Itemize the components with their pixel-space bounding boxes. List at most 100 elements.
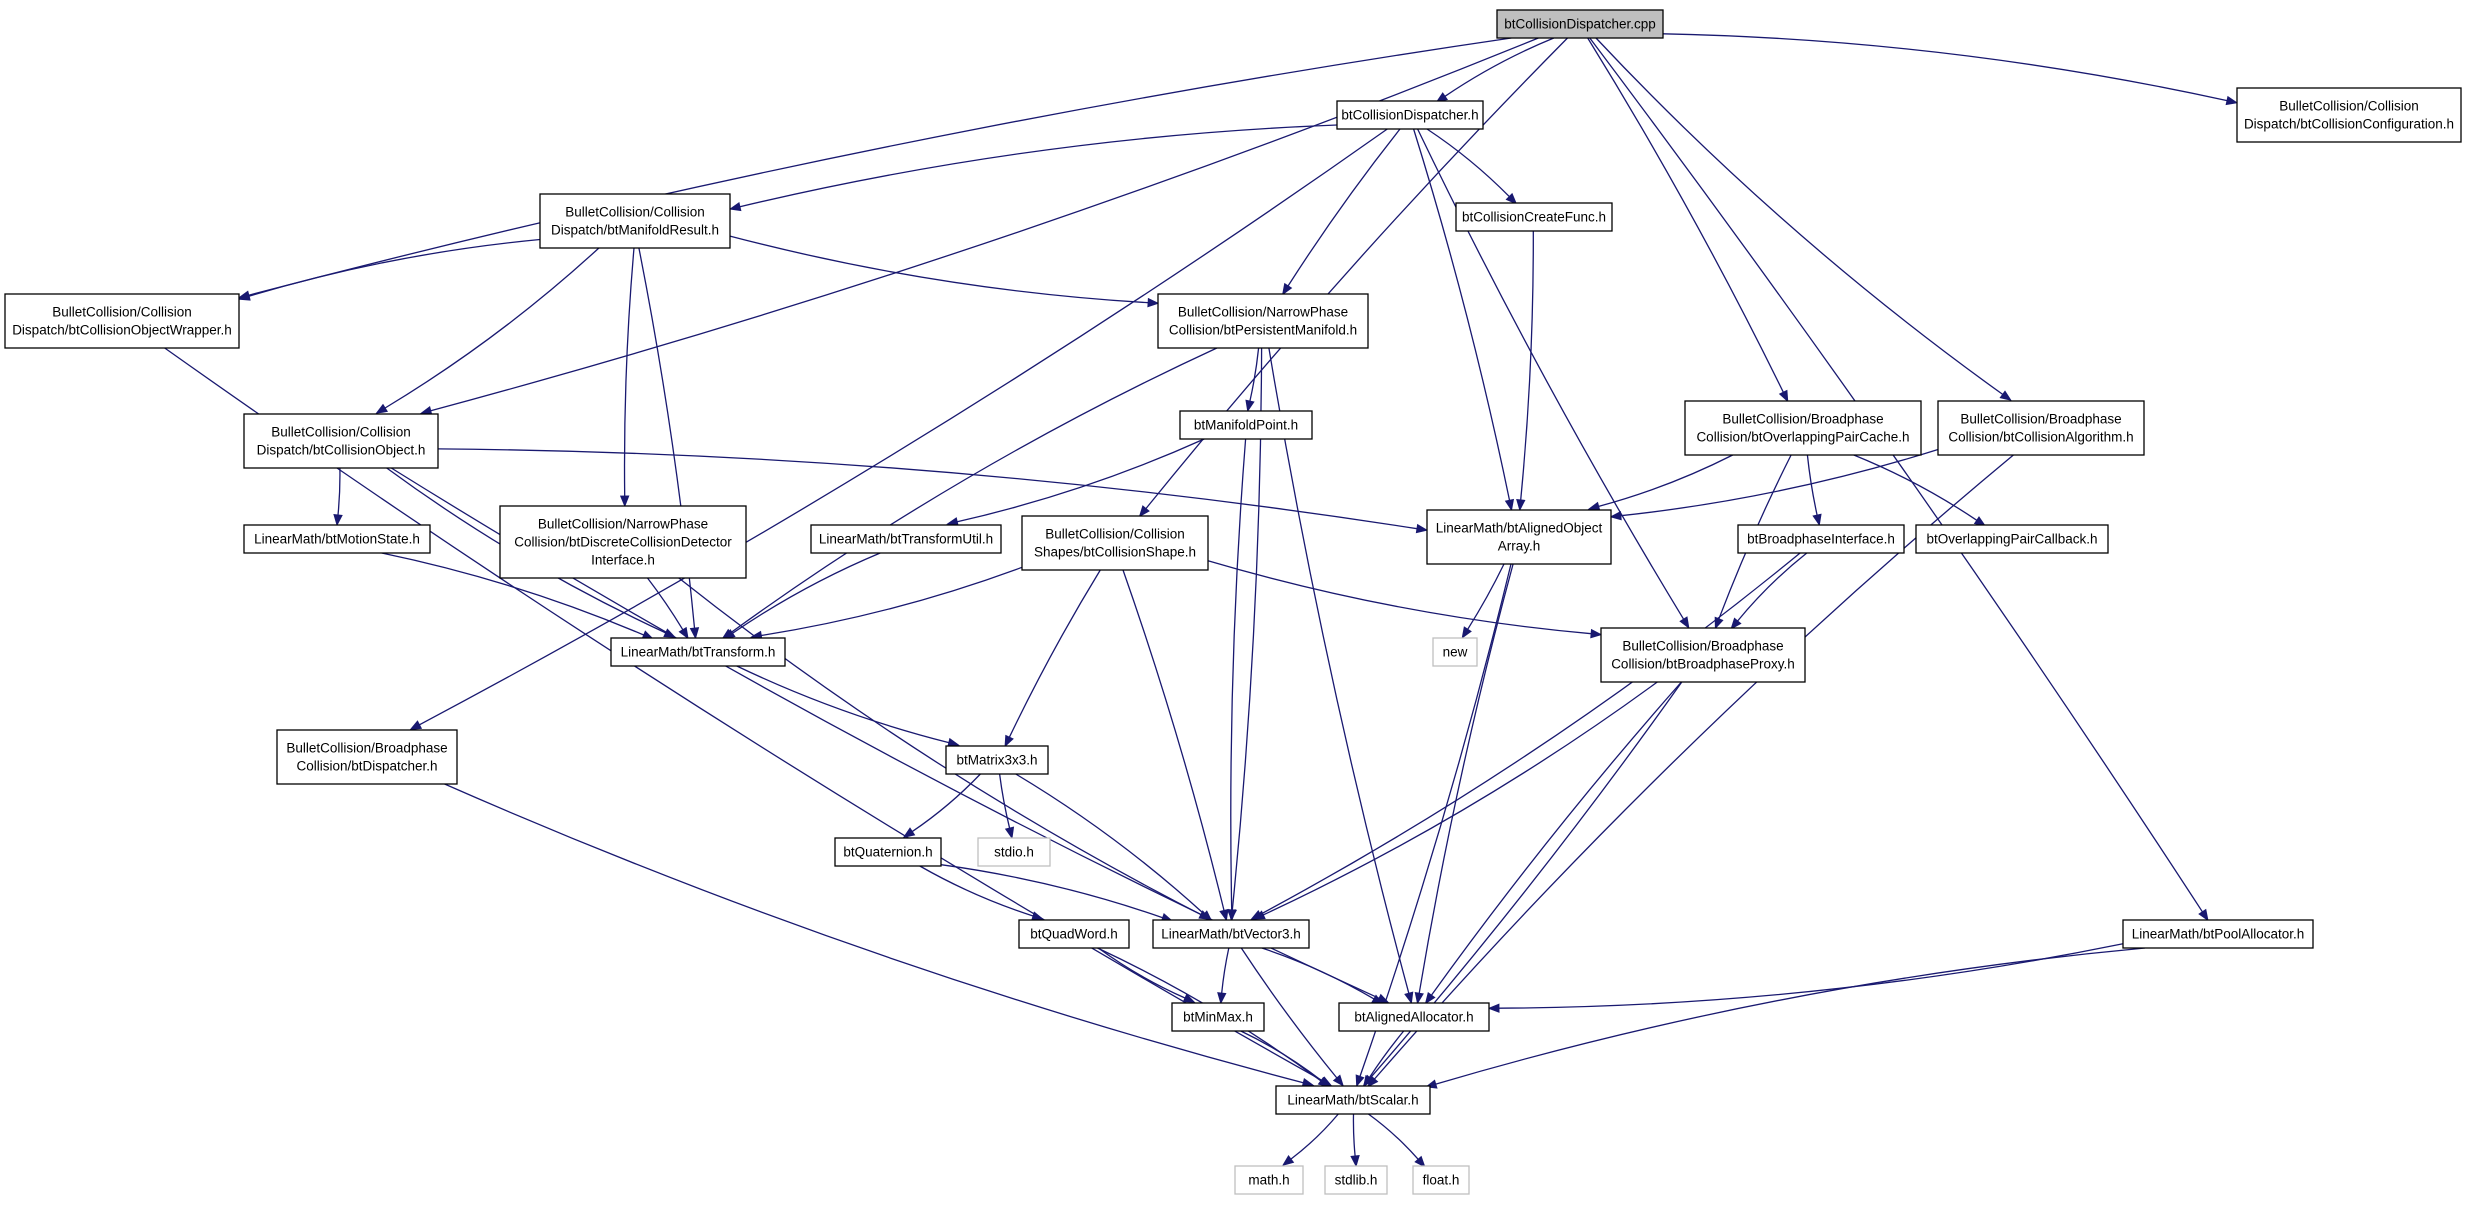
edge-persistManifold-to-transform [721, 347, 1218, 640]
node-btquadword-h[interactable]: btQuadWord.h [1018, 919, 1130, 949]
nodes-layer: btCollisionDispatcher.cpp btCollisionDisp… [4, 9, 2462, 1195]
node-bulletcollision-broadphasecollision-btoverlappingpaircache-h[interactable]: BulletCollision/BroadphaseCollision/btOv… [1684, 400, 1922, 456]
node-label-line: Interface.h [591, 553, 655, 568]
node-btmanifoldpoint-h[interactable]: btManifoldPoint.h [1179, 410, 1313, 440]
node-label-line: new [1443, 645, 1468, 660]
edge-line [437, 448, 1418, 530]
node-label-line: BulletCollision/Collision [1045, 527, 1185, 542]
edge-matrix3x3-to-stdio [998, 773, 1015, 840]
node-math-h: math.h [1234, 1165, 1304, 1195]
node-btminmax-h[interactable]: btMinMax.h [1171, 1002, 1265, 1032]
node-label-line: btCollisionDispatcher.cpp [1504, 17, 1656, 32]
arrowhead-icon [902, 827, 916, 838]
edge-line [1467, 563, 1505, 630]
arrowhead-icon [1217, 992, 1227, 1005]
edge-line [1806, 454, 1818, 516]
node-box [1152, 919, 1310, 949]
arrowhead-icon [947, 737, 960, 748]
node-box [539, 193, 731, 249]
node-bulletcollision-collisiondispatch-btcollisionobject-h[interactable]: BulletCollision/CollisionDispatch/btColl… [243, 413, 439, 469]
arrowhead-icon [1999, 390, 2012, 401]
node-bulletcollision-broadphasecollision-btdispatcher-h[interactable]: BulletCollision/BroadphaseCollision/btDi… [276, 729, 458, 785]
node-btbroadphaseinterface-h[interactable]: btBroadphaseInterface.h [1737, 524, 1905, 554]
node-label-line: Dispatch/btCollisionConfiguration.h [2244, 117, 2454, 132]
node-linearmath-bttransform-h[interactable]: LinearMath/btTransform.h [610, 637, 786, 667]
node-btoverlappingpaircallback-h[interactable]: btOverlappingPairCallback.h [1915, 524, 2109, 554]
edge-overlapPairCache-to-alignedArray [1587, 454, 1733, 511]
node-label-line: BulletCollision/Collision [52, 305, 192, 320]
arrowhead-icon [678, 626, 689, 640]
edge-dispatcherH-to-broadProxy [1417, 128, 1690, 629]
node-label-line: btMatrix3x3.h [956, 753, 1037, 768]
node-btalignedallocator-h[interactable]: btAlignedAllocator.h [1338, 1002, 1490, 1032]
edge-line [1426, 128, 1510, 198]
node-label-line: LinearMath/btMotionState.h [254, 532, 420, 547]
node-linearmath-btscalar-h[interactable]: LinearMath/btScalar.h [1275, 1085, 1431, 1115]
arrowhead-icon [1778, 389, 1789, 403]
edge-matrix3x3-to-vector3 [1015, 773, 1213, 922]
edge-line [1435, 947, 2146, 1085]
arrowhead-icon [1200, 910, 1213, 922]
edge-broadIface-to-vector3 [1250, 552, 1801, 920]
edge-vector3-to-minMax [1217, 947, 1230, 1005]
node-label-line: math.h [1248, 1173, 1289, 1188]
node-btmatrix3x3-h[interactable]: btMatrix3x3.h [945, 745, 1049, 775]
edge-line [739, 124, 1338, 208]
edge-line [1290, 1113, 1339, 1160]
arrowhead-icon [1487, 1003, 1500, 1013]
node-stdlib-h: stdlib.h [1324, 1165, 1388, 1195]
edge-collShape-to-transform [750, 566, 1023, 641]
node-linearmath-btmotionstate-h[interactable]: LinearMath/btMotionState.h [243, 524, 431, 554]
edge-dispatcherH-to-alignedArray [1412, 128, 1515, 512]
edge-line [729, 235, 1149, 304]
edge-line [1008, 569, 1101, 738]
edge-line [940, 864, 1163, 919]
node-bulletcollision-collisiondispatch-btmanifoldresult-h[interactable]: BulletCollision/CollisionDispatch/btMani… [539, 193, 731, 249]
node-bulletcollision-collisionshapes-btcollisionshape-h[interactable]: BulletCollision/CollisionShapes/btCollis… [1021, 515, 1209, 571]
edge-transform-to-matrix3x3 [736, 665, 960, 748]
node-box [1412, 1165, 1470, 1195]
arrowhead-icon [1182, 993, 1196, 1003]
node-btcollisioncreatefunc-h[interactable]: btCollisionCreateFunc.h [1455, 202, 1613, 232]
edge-line [1444, 37, 1555, 97]
node-bulletcollision-collisiondispatch-btcollisionobjectwrapper-h[interactable]: BulletCollision/CollisionDispatch/btColl… [4, 293, 240, 349]
edge-line [998, 773, 1011, 829]
arrowhead-icon [1504, 498, 1515, 512]
node-btcollisiondispatcher-cpp[interactable]: btCollisionDispatcher.cpp [1496, 9, 1664, 39]
edge-line [1207, 560, 1592, 635]
edge-line [1230, 438, 1247, 911]
node-box [977, 837, 1051, 867]
arrowhead-icon [2225, 95, 2239, 106]
node-linearmath-btpoolallocator-h[interactable]: LinearMath/btPoolAllocator.h [2122, 919, 2314, 949]
arrowhead-icon [1219, 908, 1229, 922]
edge-persistManifold-to-manifoldPoint [1245, 347, 1260, 413]
edge-line [646, 577, 684, 631]
node-label-line: BulletCollision/Collision [565, 205, 705, 220]
edge-line [1352, 1113, 1356, 1157]
node-bulletcollision-narrowphasecollision-btpersistentmanifold-h[interactable]: BulletCollision/NarrowPhaseCollision/btP… [1157, 293, 1369, 349]
node-box [1021, 515, 1209, 571]
node-bulletcollision-broadphasecollision-btcollisionalgorithm-h[interactable]: BulletCollision/BroadphaseCollision/btCo… [1937, 400, 2145, 456]
arrowhead-icon [1424, 991, 1436, 1005]
edge-vector3-to-scalar [1240, 947, 1344, 1087]
node-label-line: BulletCollision/Broadphase [1622, 639, 1783, 654]
arrowhead-icon [1350, 1155, 1360, 1168]
node-label-line: LinearMath/btVector3.h [1161, 927, 1301, 942]
edge-root-to-objWrapper [237, 37, 1512, 300]
edge-collShape-to-vector3 [1122, 569, 1229, 922]
edge-line [1259, 552, 1801, 915]
edge-line [444, 783, 1304, 1084]
node-btcollisiondispatcher-h[interactable]: btCollisionDispatcher.h [1336, 100, 1484, 130]
node-btquaternion-h[interactable]: btQuaternion.h [834, 837, 942, 867]
node-linearmath-btvector3-h[interactable]: LinearMath/btVector3.h [1152, 919, 1310, 949]
node-bulletcollision-collisiondispatch-btcollisionconfiguration-h[interactable]: BulletCollision/CollisionDispatch/btColl… [2236, 87, 2462, 143]
node-linearmath-bttransformutil-h[interactable]: LinearMath/btTransformUtil.h [810, 524, 1002, 554]
edge-manifoldResult-to-transform [638, 247, 700, 640]
edge-line [1015, 773, 1205, 915]
node-bulletcollision-broadphasecollision-btbroadphaseproxy-h[interactable]: BulletCollision/BroadphaseCollision/btBr… [1600, 627, 1806, 683]
node-bulletcollision-narrowphasecollision-btdiscretecollisiondetectorinterface-h[interactable]: BulletCollision/NarrowPhaseCollision/btD… [499, 505, 747, 579]
arrowhead-icon [333, 514, 343, 527]
node-label-line: BulletCollision/Collision [271, 425, 411, 440]
node-label-line: BulletCollision/Broadphase [1960, 412, 2121, 427]
